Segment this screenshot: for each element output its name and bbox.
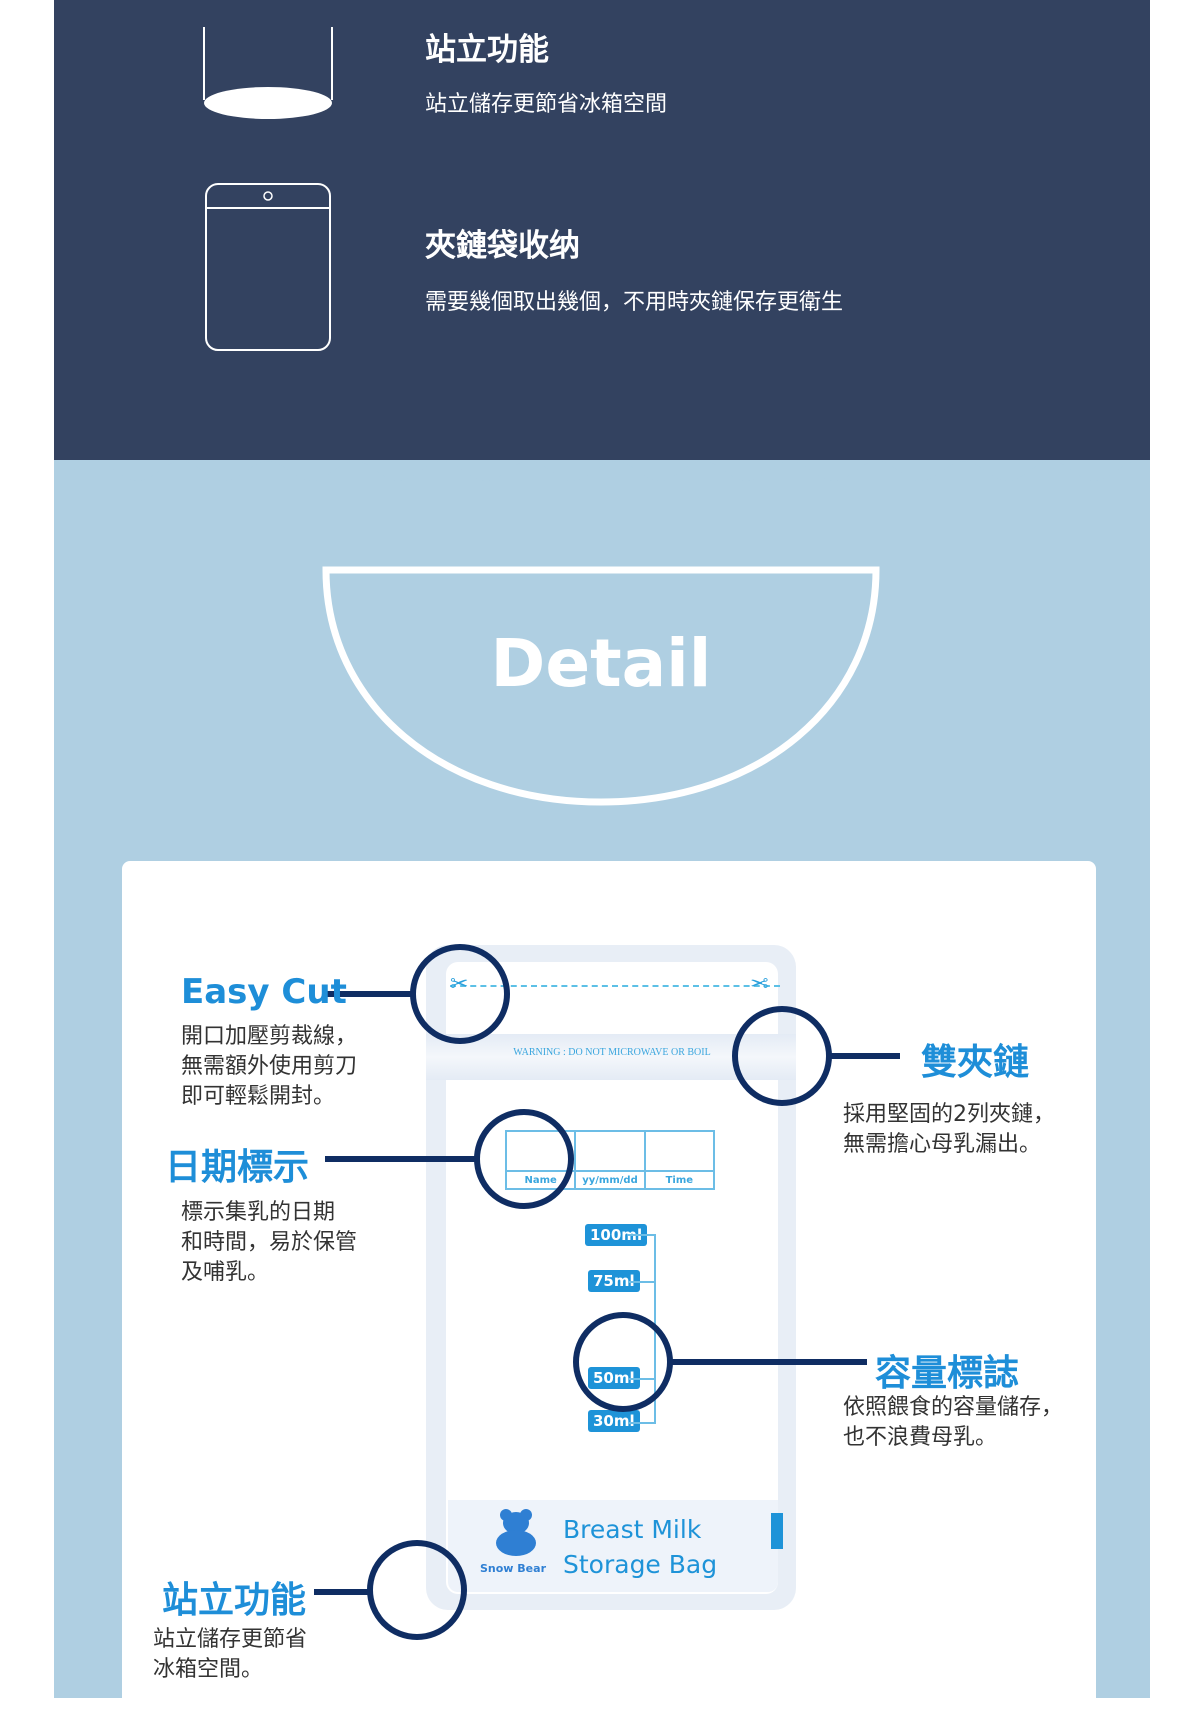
volume-ring [573,1312,673,1412]
desc-line: 和時間，易於保管 [181,1230,358,1255]
date-line [325,1156,476,1162]
desc-line: 無需額外使用剪刀 [181,1054,358,1079]
desc-line: 開口加壓剪裁線， [181,1024,358,1049]
volume-title: 容量標誌 [875,1353,1020,1394]
stand-desc: 站立儲存更節省 冰箱空間。 [153,1625,307,1685]
product-name-line1: Breast Milk [563,1515,702,1544]
zipper-ring [732,1006,832,1106]
warning-text: WARNING : DO NOT MICROWAVE OR BOIL [513,1047,711,1058]
stand-title: 站立功能 [162,1580,307,1621]
stand-bag-icon [203,27,333,119]
stand-line [314,1589,369,1595]
color-tab [771,1513,783,1549]
easy-cut-desc: 開口加壓剪裁線， 無需額外使用剪刀 即可輕鬆開封。 [181,1022,357,1112]
desc-line: 及哺乳。 [181,1260,270,1285]
detail-bowl-frame [322,566,880,806]
volume-line [671,1359,867,1365]
volume-mark: 30ml [588,1410,640,1432]
easy-cut-title: Easy Cut [181,972,347,1012]
table-header: yy/mm/dd [576,1132,646,1188]
zipper-desc: 採用堅固的2列夾鏈， 無需擔心母乳漏出。 [843,1100,1055,1160]
desc-line: 冰箱空間。 [153,1657,264,1682]
scissors-icon: ✂ [750,972,769,997]
volume-mark: 100ml [585,1224,648,1246]
stand-ring [367,1540,467,1640]
volume-mark: 75ml [588,1270,640,1292]
table-header: Time [665,1175,694,1186]
desc-line: 採用堅固的2列夾鏈， [843,1102,1055,1127]
feature-subtitle: 站立儲存更節省冰箱空間 [425,92,668,117]
desc-line: 標示集乳的日期 [181,1200,336,1225]
bear-logo-icon [496,1509,536,1556]
desc-line: 依照餵食的容量儲存， [843,1395,1064,1420]
volume-desc: 依照餵食的容量儲存， 也不浪費母乳。 [843,1393,1063,1453]
easy-cut-ring [410,944,510,1044]
feature-subtitle: 需要幾個取出幾個，不用時夾鏈保存更衛生 [425,290,844,315]
desc-line: 也不浪費母乳。 [843,1425,998,1450]
zipper-title: 雙夾鏈 [921,1042,1030,1083]
feature-title: 站立功能 [425,32,549,68]
desc-line: 即可輕鬆開封。 [181,1084,336,1109]
table-divider [505,1170,715,1172]
product-name-line2: Storage Bag [563,1550,718,1579]
volume-tick [628,1422,655,1424]
volume-tick [628,1281,655,1283]
features-panel [54,0,1150,500]
desc-line: 站立儲存更節省 [153,1627,308,1652]
zipper-line [830,1053,900,1059]
detail-heading: Detail [490,625,712,702]
brand-name: Snow Bear [480,1562,546,1575]
easy-cut-line [325,991,412,997]
wave-divider [54,461,1150,500]
zipper-bag-icon [205,183,331,351]
volume-tick [628,1234,655,1236]
desc-line: 無需擔心母乳漏出。 [843,1132,1042,1157]
date-desc: 標示集乳的日期 和時間，易於保管 及哺乳。 [181,1198,357,1288]
feature-title: 夾鏈袋收纳 [425,228,580,264]
cut-line [450,985,780,987]
date-ring [474,1109,574,1209]
date-title: 日期標示 [165,1147,310,1188]
